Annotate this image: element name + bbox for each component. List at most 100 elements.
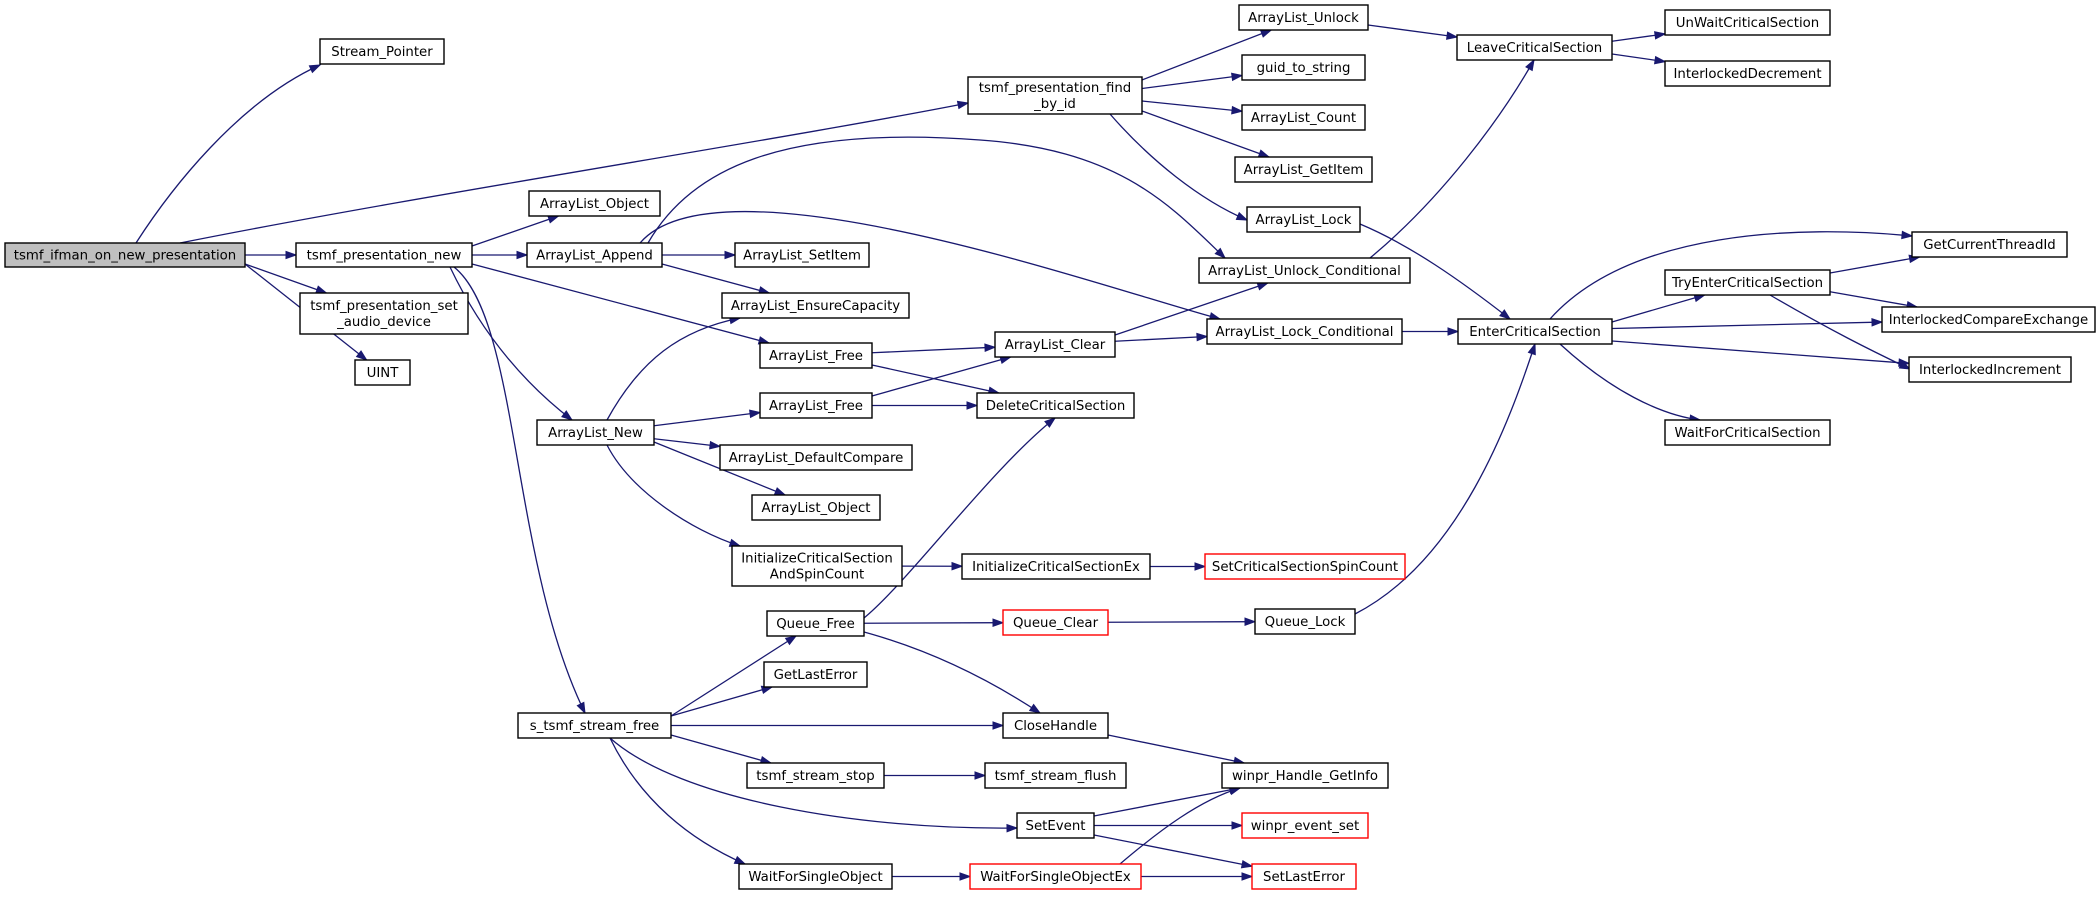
node-box[interactable] — [517, 712, 672, 739]
node-queue-clear[interactable]: Queue_Clear — [1002, 609, 1109, 636]
node-box[interactable] — [1002, 712, 1109, 739]
node-tp-find[interactable]: tsmf_presentation_find_by_id — [967, 76, 1143, 115]
node-wait-cs[interactable]: WaitForCriticalSection — [1664, 419, 1831, 446]
node-box[interactable] — [295, 242, 473, 268]
node-stream-pointer[interactable]: Stream_Pointer — [319, 38, 445, 65]
node-box[interactable] — [1002, 609, 1109, 636]
node-winpr-handle[interactable]: winpr_Handle_GetInfo — [1221, 762, 1389, 789]
node-wait-single[interactable]: WaitForSingleObject — [738, 863, 893, 890]
node-uint[interactable]: UINT — [354, 359, 411, 386]
node-get-thread[interactable]: GetCurrentThreadId — [1911, 231, 2068, 258]
node-stream-flush[interactable]: tsmf_stream_flush — [984, 762, 1127, 789]
node-box[interactable] — [1246, 206, 1361, 233]
node-al-unlock-cond[interactable]: ArrayList_Unlock_Conditional — [1198, 257, 1411, 284]
node-box[interactable] — [1238, 4, 1369, 31]
node-box[interactable] — [528, 190, 661, 217]
node-al-free1[interactable]: ArrayList_Free — [759, 342, 873, 369]
node-box[interactable] — [1457, 318, 1613, 345]
node-close-handle[interactable]: CloseHandle — [1002, 712, 1109, 739]
node-leave-cs[interactable]: LeaveCriticalSection — [1456, 34, 1613, 61]
node-al-lock-cond[interactable]: ArrayList_Lock_Conditional — [1206, 318, 1403, 345]
node-root[interactable]: tsmf_ifman_on_new_presentation — [4, 242, 246, 268]
node-try-enter-cs[interactable]: TryEnterCriticalSection — [1664, 269, 1831, 296]
node-inter-dec[interactable]: InterlockedDecrement — [1664, 60, 1831, 87]
node-box[interactable] — [731, 545, 903, 587]
node-inter-inc[interactable]: InterlockedIncrement — [1908, 356, 2072, 383]
node-get-last-error[interactable]: GetLastError — [763, 661, 868, 688]
node-stream-stop[interactable]: tsmf_stream_stop — [746, 762, 885, 789]
node-box[interactable] — [969, 863, 1142, 890]
node-box[interactable] — [536, 419, 655, 446]
node-box[interactable] — [759, 342, 873, 369]
node-init-cs-ex[interactable]: InitializeCriticalSectionEx — [961, 553, 1151, 580]
node-set-last-error[interactable]: SetLastError — [1251, 863, 1357, 890]
node-unwait-cs[interactable]: UnWaitCriticalSection — [1664, 9, 1831, 36]
node-box[interactable] — [1254, 608, 1356, 635]
node-box[interactable] — [759, 392, 873, 419]
node-box[interactable] — [763, 661, 868, 688]
node-box[interactable] — [1016, 812, 1095, 839]
node-box[interactable] — [1664, 269, 1831, 296]
node-box[interactable] — [721, 292, 910, 319]
node-box[interactable] — [1241, 54, 1366, 81]
node-box[interactable] — [1908, 356, 2072, 383]
node-box[interactable] — [1198, 257, 1411, 284]
node-tp-new[interactable]: tsmf_presentation_new — [295, 242, 473, 268]
node-al-ensure[interactable]: ArrayList_EnsureCapacity — [721, 292, 910, 319]
node-al-clear[interactable]: ArrayList_Clear — [994, 331, 1116, 358]
node-set-cs-spin[interactable]: SetCriticalSectionSpinCount — [1204, 553, 1406, 580]
node-box[interactable] — [1241, 104, 1366, 131]
node-enter-cs[interactable]: EnterCriticalSection — [1457, 318, 1613, 345]
node-box[interactable] — [1911, 231, 2068, 258]
node-box[interactable] — [319, 38, 445, 65]
node-box[interactable] — [354, 359, 411, 386]
node-box[interactable] — [526, 242, 663, 268]
node-box[interactable] — [1234, 156, 1373, 183]
node-box[interactable] — [1664, 9, 1831, 36]
node-box[interactable] — [734, 242, 870, 268]
node-box[interactable] — [746, 762, 885, 789]
node-box[interactable] — [1664, 60, 1831, 87]
node-box[interactable] — [1664, 419, 1831, 446]
node-inter-cmpx[interactable]: InterlockedCompareExchange — [1881, 306, 2096, 333]
node-set-event[interactable]: SetEvent — [1016, 812, 1095, 839]
node-box[interactable] — [1456, 34, 1613, 61]
node-queue-lock[interactable]: Queue_Lock — [1254, 608, 1356, 635]
node-box[interactable] — [738, 863, 893, 890]
node-al-unlock[interactable]: ArrayList_Unlock — [1238, 4, 1369, 31]
node-wait-single-ex[interactable]: WaitForSingleObjectEx — [969, 863, 1142, 890]
node-al-object2[interactable]: ArrayList_Object — [751, 494, 881, 521]
node-box[interactable] — [976, 392, 1135, 419]
node-al-defcmp[interactable]: ArrayList_DefaultCompare — [719, 444, 913, 471]
node-al-setitem[interactable]: ArrayList_SetItem — [734, 242, 870, 268]
node-box[interactable] — [1206, 318, 1403, 345]
node-al-object1[interactable]: ArrayList_Object — [528, 190, 661, 217]
node-stream-free[interactable]: s_tsmf_stream_free — [517, 712, 672, 739]
node-al-free2[interactable]: ArrayList_Free — [759, 392, 873, 419]
node-guid[interactable]: guid_to_string — [1241, 54, 1366, 81]
node-al-append[interactable]: ArrayList_Append — [526, 242, 663, 268]
node-queue-free[interactable]: Queue_Free — [766, 610, 865, 637]
node-tp-set-audio[interactable]: tsmf_presentation_set_audio_device — [299, 292, 469, 335]
node-box[interactable] — [994, 331, 1116, 358]
node-box[interactable] — [1204, 553, 1406, 580]
node-box[interactable] — [1221, 762, 1389, 789]
node-winpr-event-set[interactable]: winpr_event_set — [1241, 812, 1369, 839]
node-box[interactable] — [1241, 812, 1369, 839]
node-box[interactable] — [766, 610, 865, 637]
node-box[interactable] — [4, 242, 246, 268]
node-al-count[interactable]: ArrayList_Count — [1241, 104, 1366, 131]
node-box[interactable] — [961, 553, 1151, 580]
node-box[interactable] — [1251, 863, 1357, 890]
node-del-cs[interactable]: DeleteCriticalSection — [976, 392, 1135, 419]
node-al-getitem[interactable]: ArrayList_GetItem — [1234, 156, 1373, 183]
node-box[interactable] — [1881, 306, 2096, 333]
node-box[interactable] — [984, 762, 1127, 789]
node-box[interactable] — [719, 444, 913, 471]
node-box[interactable] — [967, 76, 1143, 115]
node-al-new[interactable]: ArrayList_New — [536, 419, 655, 446]
node-box[interactable] — [299, 292, 469, 335]
node-al-lock[interactable]: ArrayList_Lock — [1246, 206, 1361, 233]
node-box[interactable] — [751, 494, 881, 521]
